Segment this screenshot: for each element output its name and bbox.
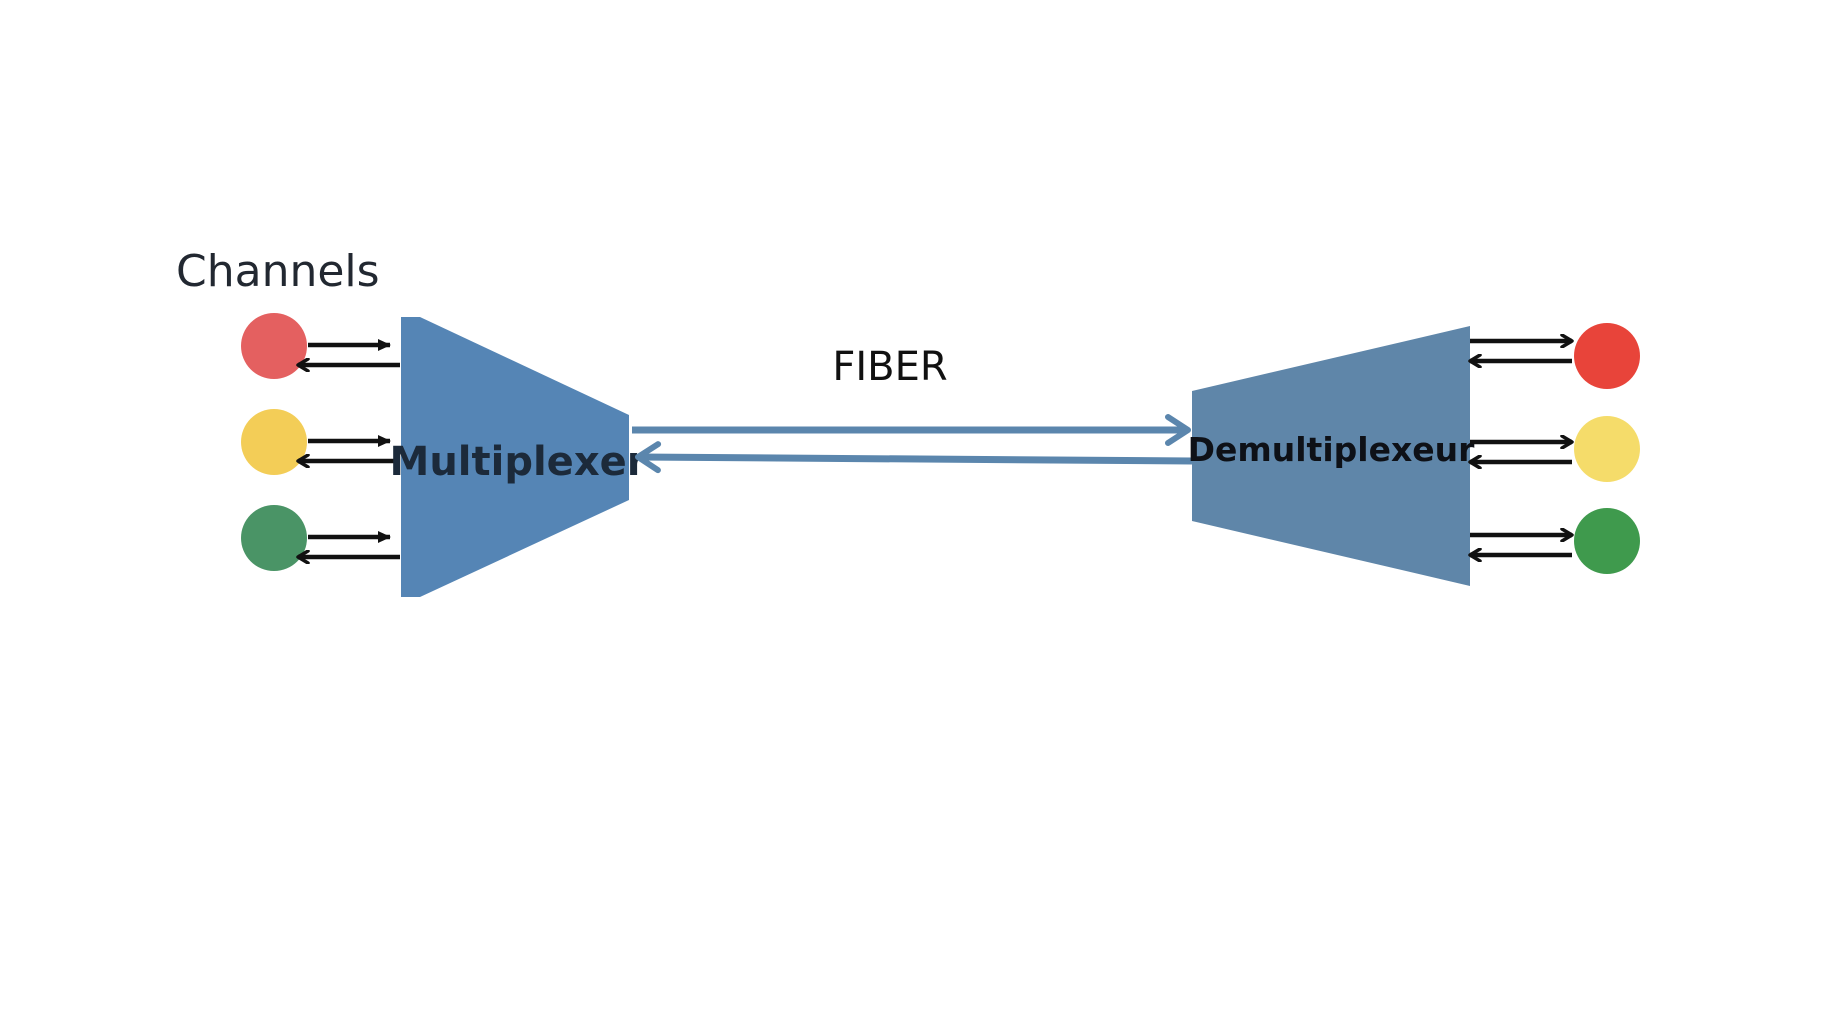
channels-title: Channels — [176, 246, 380, 297]
right-channel-3 — [1574, 508, 1640, 574]
demultiplexer-label: Demultiplexeur — [1188, 430, 1476, 469]
right-channel-2 — [1574, 416, 1640, 482]
fiber-return-arrow — [635, 441, 1193, 474]
left-channel-1 — [241, 313, 307, 379]
fiber-label: FIBER — [832, 344, 947, 390]
left-channel-3 — [241, 505, 307, 571]
left-channel-arrows — [298, 339, 400, 557]
multiplexer-block — [401, 317, 629, 597]
multiplexer-label: Multiplexer — [390, 439, 647, 485]
right-channel-1 — [1574, 323, 1640, 389]
demultiplexer-block — [1192, 326, 1470, 586]
right-channel-arrows — [1470, 341, 1572, 555]
left-channel-2 — [241, 409, 307, 475]
